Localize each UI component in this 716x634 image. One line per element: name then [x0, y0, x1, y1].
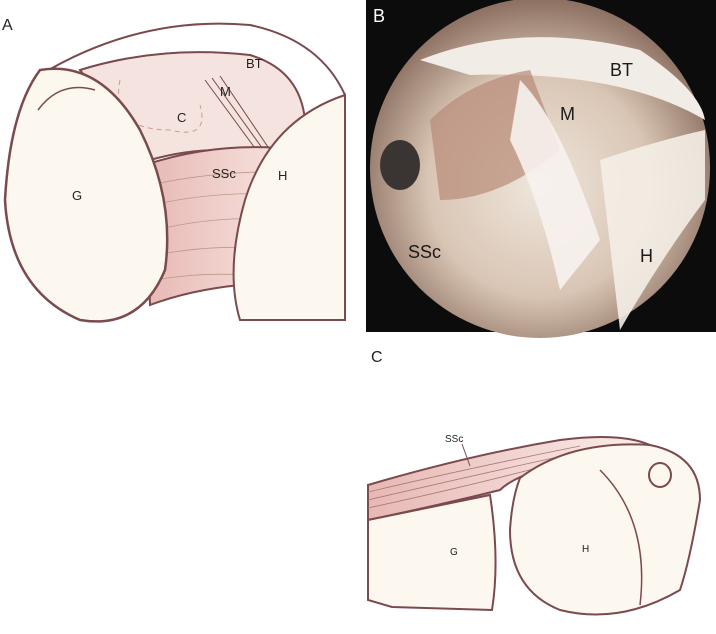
photo-label-ssc: SSc [408, 242, 441, 262]
humeral-head-c [508, 443, 702, 616]
biceps-tendon-c [648, 462, 672, 488]
panel-b-letter: B [373, 6, 385, 26]
panel-a: A BT M C SSc H G [2, 17, 346, 323]
panel-c-letter: C [371, 349, 383, 366]
humeral-head [232, 93, 346, 321]
label-g: G [72, 188, 82, 203]
glenoid [3, 67, 169, 323]
photo-label-h: H [640, 246, 653, 266]
glenoid-c [367, 493, 497, 612]
label-bt: BT [246, 56, 263, 71]
photo-label-bt: BT [610, 60, 633, 80]
glenoid-rim-arc [39, 22, 346, 96]
panel-c: C SSc G H [367, 349, 702, 616]
cartilage-outline [118, 79, 203, 133]
label-ssc: SSc [212, 166, 236, 181]
panel-b-arthroscopic-photo: B BT M SSc H [366, 0, 716, 338]
photo-label-m: M [560, 104, 575, 124]
panel-a-letter: A [2, 17, 13, 34]
label-h: H [278, 168, 287, 183]
middle-glenohumeral-ligament [204, 75, 271, 156]
label-c-g: G [450, 547, 458, 558]
label-m: M [220, 84, 231, 99]
label-c-ssc: SSc [445, 434, 463, 445]
label-c-h: H [582, 544, 589, 555]
label-c: C [177, 110, 186, 125]
